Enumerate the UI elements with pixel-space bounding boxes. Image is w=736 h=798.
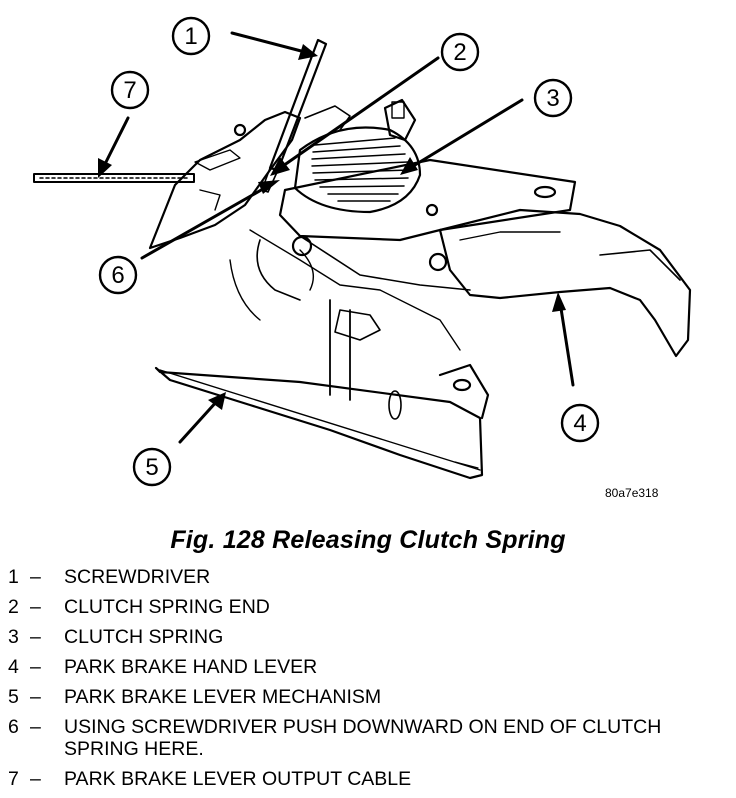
legend-number: 6 — [8, 716, 19, 738]
technical-illustration: 1 2 3 4 5 6 7 80a7e318 — [33, 16, 692, 500]
lever-mechanism-drawing — [154, 203, 490, 480]
callout-label-6: 6 — [111, 262, 124, 289]
legend-text: CLUTCH SPRING — [64, 626, 224, 648]
legend-number: 7 — [8, 768, 19, 790]
legend-number: 2 — [8, 596, 19, 618]
legend-dash: – — [30, 596, 41, 618]
legend-dash: – — [30, 686, 41, 708]
legend-number: 4 — [8, 656, 19, 678]
arrow-heads — [98, 44, 566, 410]
callout-label-4: 4 — [573, 410, 586, 437]
output-cable-drawing — [33, 173, 195, 183]
legend-text: SCREWDRIVER — [64, 566, 211, 588]
callout-label-5: 5 — [145, 454, 158, 481]
callout-circles — [98, 16, 600, 487]
cable-bracket-drawing — [148, 110, 302, 250]
legend-item: 1 – SCREWDRIVER — [8, 566, 728, 588]
clutch-spring-drawing — [293, 98, 422, 214]
leader-arrows — [101, 31, 575, 444]
legend-text: CLUTCH SPRING END — [64, 596, 270, 618]
legend-item: 7 – PARK BRAKE LEVER OUTPUT CABLE — [8, 768, 728, 790]
hand-lever-drawing — [278, 158, 692, 358]
legend-number: 5 — [8, 686, 19, 708]
legend-dash: – — [30, 566, 41, 588]
legend-dash: – — [30, 768, 41, 790]
legend-text: PARK BRAKE LEVER OUTPUT CABLE — [64, 768, 412, 790]
legend-item: 5 – PARK BRAKE LEVER MECHANISM — [8, 686, 728, 708]
legend-dash: – — [30, 716, 41, 738]
legend-item: 2 – CLUTCH SPRING END — [8, 596, 728, 618]
callout-label-7: 7 — [123, 77, 136, 104]
legend-list: 1 – SCREWDRIVER 2 – CLUTCH SPRING END 3 … — [8, 566, 728, 798]
legend-number: 3 — [8, 626, 19, 648]
legend-dash: – — [30, 656, 41, 678]
legend-item: 6 – USING SCREWDRIVER PUSH DOWNWARD ON E… — [8, 716, 728, 760]
legend-dash: – — [30, 626, 41, 648]
callout-label-3: 3 — [546, 85, 559, 112]
callout-label-2: 2 — [453, 39, 466, 66]
legend-text: PARK BRAKE LEVER MECHANISM — [64, 686, 382, 708]
legend-item: 3 – CLUTCH SPRING — [8, 626, 728, 648]
legend-text: PARK BRAKE HAND LEVER — [64, 656, 318, 678]
legend-text: USING SCREWDRIVER PUSH DOWNWARD ON END O… — [64, 716, 662, 760]
callout-label-1: 1 — [184, 23, 197, 50]
figure-caption: Fig. 128 Releasing Clutch Spring — [170, 526, 566, 554]
legend-number: 1 — [8, 566, 19, 588]
legend-item: 4 – PARK BRAKE HAND LEVER — [8, 656, 728, 678]
figure-code: 80a7e318 — [605, 486, 659, 500]
